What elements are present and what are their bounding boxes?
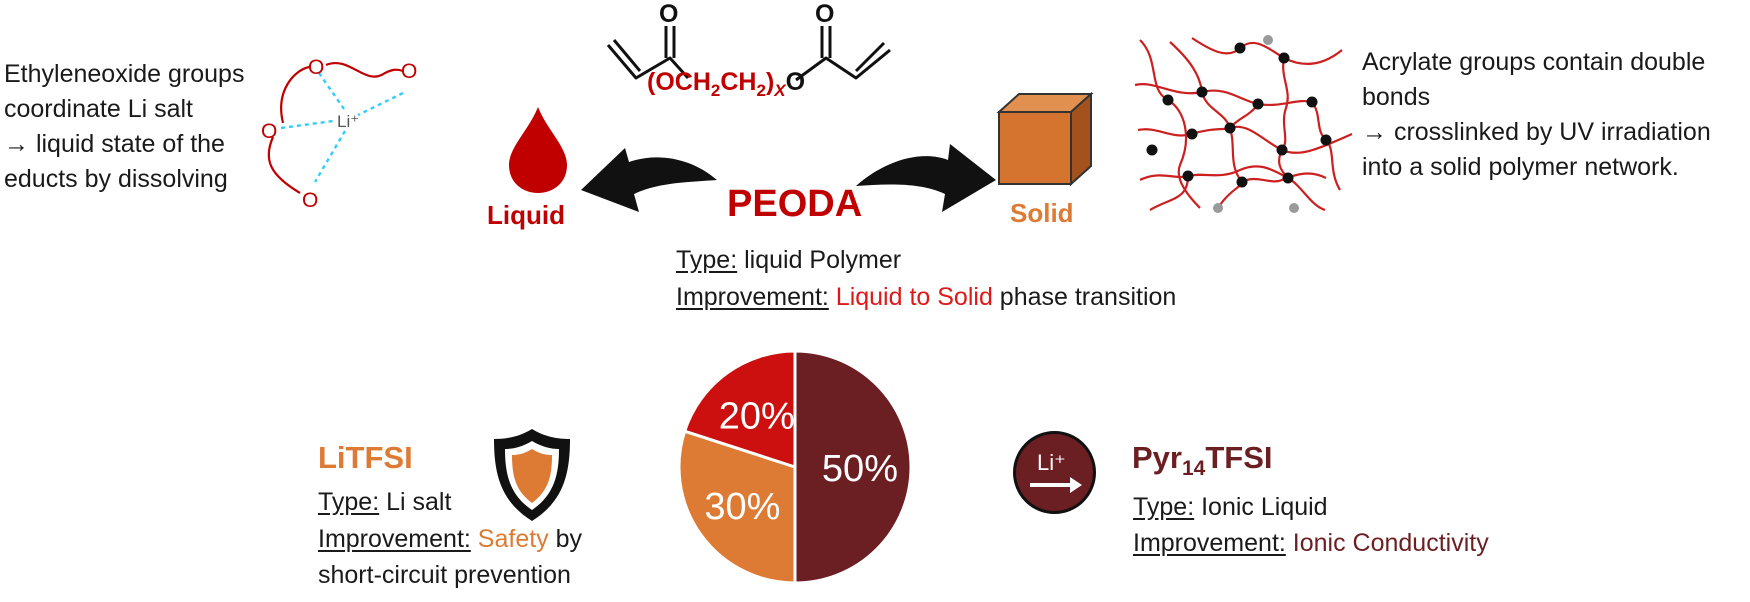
left-description-line1: Ethyleneoxide groups — [4, 60, 245, 88]
peoda-type: Type: liquid Polymer — [676, 243, 901, 278]
pyr14tfsi-title-end: TFSI — [1205, 440, 1273, 475]
pie-label-pyr14tfsi: 50% — [822, 448, 898, 490]
pie-slice-peoda — [682, 349, 797, 470]
litfsi-type: Type: Li salt — [318, 485, 451, 520]
peoda-improvement: Improvement: Liquid to Solid phase trans… — [676, 280, 1176, 315]
peoda-improvement-highlight: Liquid to Solid — [828, 283, 993, 311]
pyr14tfsi-improvement-highlight: Ionic Conductivity — [1285, 529, 1489, 557]
left-vinyl-bond — [606, 44, 690, 80]
solid-cube-icon — [996, 91, 1094, 187]
polymer-network-diagram — [1134, 35, 1353, 213]
li-ion-icon-label: Li⁺ — [1037, 450, 1066, 475]
left-description-line4: educts by dissolving — [4, 165, 228, 193]
right-description-line1: Acrylate groups contain double — [1362, 48, 1706, 76]
peoda-type-value: liquid Polymer — [737, 246, 902, 274]
litfsi-improvement-rest: by — [548, 525, 583, 553]
right-ester-bond — [795, 48, 891, 82]
liquid-label: Liquid — [487, 200, 565, 230]
right-description-line2: bonds — [1362, 83, 1431, 111]
oxygen-atom: O — [261, 120, 277, 143]
left-description-line2: coordinate Li salt — [4, 95, 194, 123]
right-vinyl-double-bond — [854, 41, 886, 73]
pyr14tfsi-type: Type: Ionic Liquid — [1133, 490, 1328, 525]
peoda-improvement-label: Improvement: — [676, 283, 829, 311]
arrow-to-liquid-icon — [581, 148, 717, 212]
oxygen-atom: O — [302, 189, 318, 212]
carbonyl-oxygen: O — [659, 0, 678, 28]
lithium-ion: Li⁺ — [337, 112, 359, 131]
left-vinyl-double-bond — [612, 39, 642, 72]
coordination-bond — [357, 91, 404, 117]
litfsi-improvement: Improvement: Safety by — [318, 522, 582, 557]
pyr14tfsi-title-main: Pyr — [1132, 440, 1182, 475]
pie-label-litfsi: 30% — [704, 486, 780, 528]
carbonyl-oxygen: O — [815, 0, 834, 28]
left-description: Ethyleneoxide groups coordinate Li salt … — [4, 57, 264, 197]
pyr14tfsi-title: Pyr14TFSI — [1132, 440, 1273, 481]
peoda-title: PEODA — [727, 183, 863, 225]
pyr14tfsi-improvement-label: Improvement: — [1133, 529, 1286, 557]
chain-segment — [267, 136, 301, 194]
polymer-chain-formula: (OCH2CH2)XO — [647, 68, 805, 100]
oxygen-atom: O — [308, 56, 324, 79]
li-ion-conduction-icon: Li⁺ — [1013, 431, 1096, 514]
pyr14tfsi-type-label: Type: — [1133, 493, 1195, 521]
oxygen-atom: O — [401, 60, 417, 83]
litfsi-title: LiTFSI — [318, 440, 413, 475]
coordination-bond — [280, 119, 334, 130]
litfsi-improvement-line2: short-circuit prevention — [318, 561, 571, 589]
pie-slice-litfsi — [677, 429, 797, 585]
pyr14tfsi-improvement: Improvement: Ionic Conductivity — [1133, 526, 1489, 561]
chain-segment — [325, 62, 404, 78]
right-description-line3: → crosslinked by UV irradiation — [1362, 118, 1711, 146]
pie-label-peoda: 20% — [719, 395, 795, 437]
right-description-line4: into a solid polymer network. — [1362, 153, 1679, 181]
litfsi-type-label: Type: — [318, 488, 380, 516]
composition-pie-chart: 50% 30% 20% — [677, 349, 913, 585]
peoda-type-label: Type: — [676, 246, 738, 274]
shield-icon — [494, 429, 570, 521]
pyr14tfsi-type-value: Ionic Liquid — [1194, 493, 1328, 521]
litfsi-improvement-highlight: Safety — [470, 525, 549, 553]
right-description: Acrylate groups contain double bonds → c… — [1362, 45, 1747, 185]
left-description-line3: → liquid state of the — [4, 130, 225, 158]
chain-segment — [280, 65, 310, 124]
peoda-improvement-rest: phase transition — [992, 283, 1177, 311]
pyr14tfsi-title-sub: 14 — [1181, 457, 1206, 481]
pie-slice-pyr14tfsi — [793, 349, 913, 585]
litfsi-type-value: Li salt — [379, 488, 452, 516]
solid-label: Solid — [1010, 198, 1074, 228]
litfsi-improvement-label: Improvement: — [318, 525, 471, 553]
liquid-drop-icon — [509, 107, 567, 193]
peoda-structure: O O (OCH2CH2)XO — [606, 0, 891, 100]
arrow-to-solid-icon — [856, 144, 996, 212]
coordination-bond — [313, 130, 347, 183]
li-coordination-diagram: O O O O Li⁺ — [261, 56, 417, 212]
